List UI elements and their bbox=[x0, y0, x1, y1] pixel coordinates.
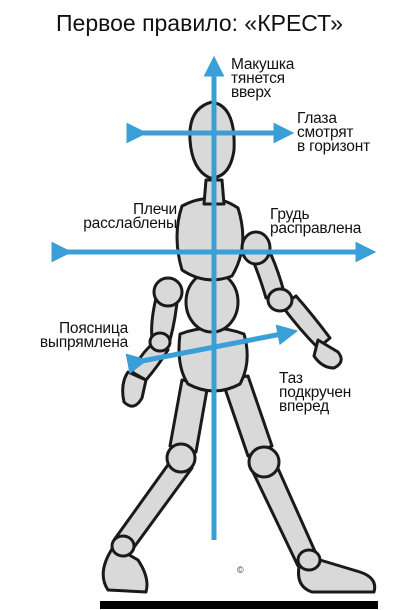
front-ankle bbox=[298, 550, 320, 570]
front-elbow bbox=[268, 289, 292, 311]
front-shoulder bbox=[242, 232, 270, 264]
back-knee bbox=[167, 444, 195, 472]
chest bbox=[177, 198, 243, 279]
back-elbow bbox=[150, 333, 170, 351]
label-crown: Макушка тянется вверх bbox=[231, 58, 294, 100]
front-hand bbox=[314, 340, 341, 368]
front-knee bbox=[249, 447, 279, 477]
back-hand bbox=[123, 372, 146, 406]
label-chest: Грудь расправлена bbox=[270, 208, 361, 236]
back-shoulder bbox=[154, 278, 182, 306]
label-shoulders: Плечи расслаблены bbox=[20, 203, 177, 231]
label-eyes: Глаза смотрят в горизонт bbox=[297, 112, 370, 154]
back-ankle bbox=[112, 536, 134, 556]
label-pelvis: Таз подкручен вперед bbox=[279, 372, 351, 414]
floor-line bbox=[100, 601, 378, 609]
diagram-title: Первое правило: «КРЕСТ» bbox=[0, 10, 399, 37]
copyright-mark: © bbox=[237, 565, 244, 575]
label-lower-back: Поясница выпрямлена bbox=[0, 322, 128, 350]
